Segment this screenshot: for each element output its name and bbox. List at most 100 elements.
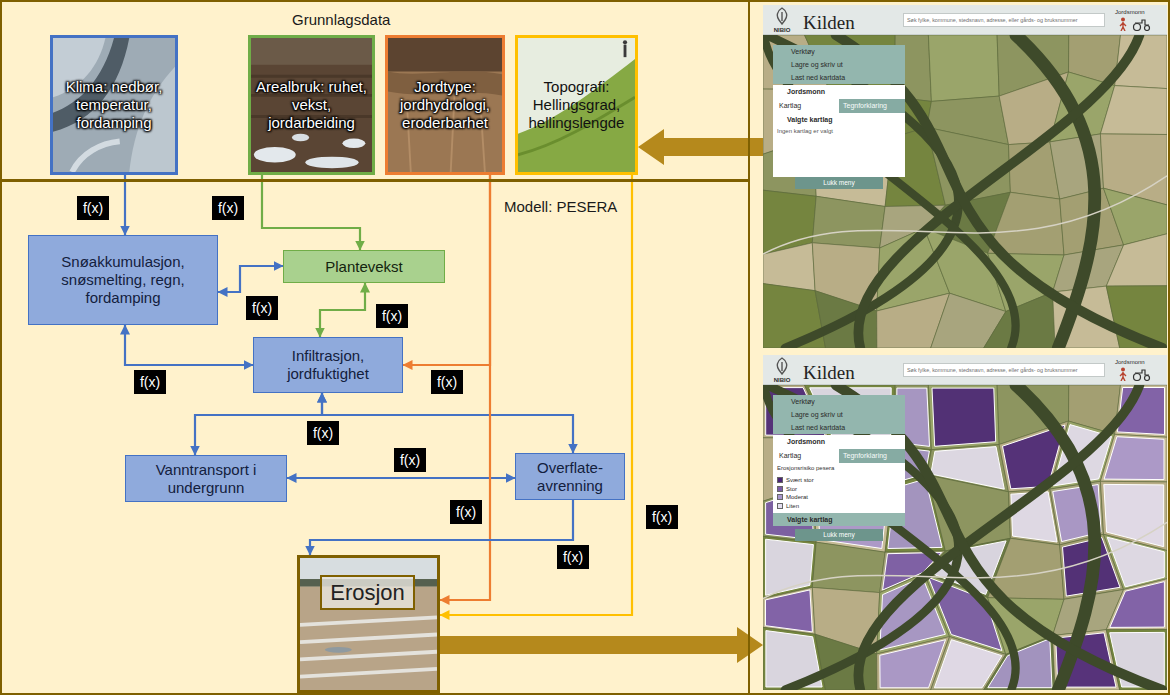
legend-text: Moderat: [786, 493, 808, 501]
app-title: Kilden: [803, 359, 855, 385]
text: Lagre og skriv ut: [773, 58, 905, 71]
function-text: f(x): [218, 199, 238, 217]
menu-tab: Tegnforklaring: [839, 99, 905, 113]
text: Erosjonsrisiko pesera: [773, 463, 905, 473]
logo-text: NIBIO: [765, 376, 799, 385]
function-text: f(x): [400, 451, 420, 469]
text: Jordsmonn: [1115, 7, 1145, 17]
road: [763, 176, 1167, 254]
logo-mark: [777, 8, 786, 24]
legend-swatch: [777, 477, 783, 483]
risk-field: [932, 388, 996, 446]
text: Søk fylke, kommune, stedsnavn, adresse, …: [904, 364, 1104, 376]
text: Tegnforklaring: [839, 449, 905, 463]
data-photo-box: Topografi: Hellingsgrad, hellingslengde: [515, 35, 638, 175]
function-text: f(x): [83, 199, 103, 217]
risk-field: [988, 639, 1052, 688]
text: Jordsmonn: [773, 435, 905, 449]
function-label: f(x): [134, 370, 166, 394]
logo-icon: [774, 357, 790, 375]
data-photo-box: Jordtype: jordhydrologi, eroderbarhet: [385, 35, 505, 175]
erosion-text: Erosjon: [322, 577, 413, 608]
region-band: GrunnlagsdataKlima: nedbør, temperatur, …: [0, 0, 750, 181]
process-box: Infiltrasjon, jordfuktighet: [253, 337, 403, 393]
tractor-icon: [1134, 374, 1141, 381]
legend-swatch: [777, 486, 783, 492]
tractor-icon: [1135, 370, 1149, 375]
menu-heading: Valgte kartlag: [773, 513, 905, 526]
function-label: f(x): [646, 505, 678, 529]
block-arrow: [440, 627, 763, 663]
connector: [320, 283, 365, 337]
menu-item: Verktøy: [773, 395, 905, 408]
erosion-label-box: Erosjon: [320, 575, 415, 610]
menu-item: Verktøy: [773, 45, 905, 58]
text: Kartlag: [773, 449, 839, 463]
text: Kartlag: [773, 99, 839, 113]
menu-tab: Kartlag: [773, 99, 839, 113]
box-text: Arealbruk: ruhet, vekst, jordarbeiding: [255, 78, 368, 132]
text: Jordsmonn: [773, 85, 905, 99]
map-field: [812, 196, 885, 248]
person-icon: [1120, 372, 1126, 381]
connector: [322, 393, 573, 453]
title-text: Modell: PESERA: [504, 198, 617, 215]
tractor-icon: [1145, 376, 1150, 381]
map-field: [928, 35, 999, 101]
connector: [262, 175, 360, 250]
map-ground: [763, 385, 1167, 690]
connector: [218, 266, 283, 292]
risk-field: [766, 590, 813, 632]
text: Valgte kartlag: [773, 113, 905, 126]
text: Kilden: [803, 9, 855, 35]
function-label: f(x): [307, 421, 339, 445]
function-text: f(x): [652, 508, 672, 526]
box-text: Overflate- avrenning: [520, 459, 620, 495]
box-text: Plantevekst: [288, 258, 440, 276]
connector: [287, 477, 515, 479]
function-label: f(x): [557, 545, 589, 569]
tractor-icon: [1134, 24, 1141, 31]
legend-text: Liten: [786, 502, 799, 510]
legend-row: Stor: [786, 485, 797, 493]
search-field: Søk fylke, kommune, stedsnavn, adresse, …: [903, 13, 1105, 27]
box-text: Jordtype: jordhydrologi, eroderbarhet: [392, 78, 498, 132]
text: Verktøy: [773, 45, 905, 58]
function-label: f(x): [450, 500, 482, 524]
header-icons: [1119, 367, 1159, 381]
band-title: Grunnlagsdata: [292, 11, 390, 28]
map-screenshot: NIBIO Kilden Søk fylke, kommune, stedsnavn…: [763, 355, 1167, 690]
menu-heading: Jordsmonn: [773, 85, 905, 99]
menu-item: Lagre og skriv ut: [773, 58, 905, 71]
connector: [310, 500, 573, 555]
data-photo-box: Arealbruk: ruhet, vekst, jordarbeiding: [248, 35, 375, 175]
function-text: f(x): [313, 424, 333, 442]
risk-field: [1104, 437, 1164, 480]
box-text: Snøakkumulasjon, snøsmelting, regn, ford…: [33, 253, 213, 307]
text: Tegnforklaring: [839, 99, 905, 113]
header-icons: [1119, 17, 1159, 31]
text: Ingen kartlag er valgt: [773, 126, 905, 136]
road: [763, 522, 1167, 598]
connector: [125, 325, 253, 365]
app-title: Kilden: [803, 9, 855, 35]
function-label: f(x): [431, 370, 463, 394]
legend-text: Stor: [786, 485, 797, 493]
text: Verktøy: [773, 395, 905, 408]
menu-heading: Valgte kartlag: [773, 113, 905, 126]
legend-swatch: [777, 503, 783, 509]
text: Jordsmonn: [1115, 357, 1145, 367]
tractor-icon: [1135, 20, 1149, 25]
function-text: f(x): [437, 373, 457, 391]
connector: [440, 175, 632, 615]
function-text: f(x): [382, 307, 402, 325]
box-text: Klima: nedbør, temperatur, fordamping: [57, 78, 171, 132]
person-icon: [1121, 368, 1125, 372]
logo-icon: [774, 7, 790, 25]
band-title: Modell: PESERA: [504, 198, 617, 215]
risk-field: [1110, 582, 1165, 628]
text: Lukk meny: [795, 177, 883, 189]
process-box: Plantevekst: [283, 250, 445, 283]
block-arrow: [638, 129, 763, 165]
map-field: [1100, 434, 1167, 482]
